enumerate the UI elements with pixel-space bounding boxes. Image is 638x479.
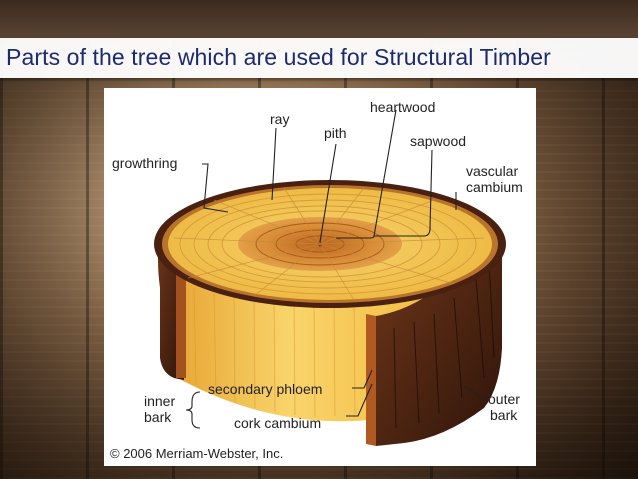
title-bar: Parts of the tree which are used for Str… — [0, 38, 638, 78]
rays — [173, 187, 485, 301]
label-sapwood: sapwood — [410, 133, 466, 149]
inner-bark-strip-left — [176, 273, 186, 378]
leader-lines — [185, 109, 487, 429]
ray-leader — [271, 127, 277, 201]
secondary-phloem-leader — [352, 369, 373, 389]
cork-cambium-leader — [346, 383, 373, 417]
inner-bark-brace — [185, 391, 201, 429]
heartwood-rings — [255, 222, 385, 266]
label-cork-cambium: cork cambium — [234, 415, 321, 431]
tree-cross-section-figure: ray pith heartwood sapwood vascular camb… — [104, 88, 536, 466]
growth-ring-leader — [202, 163, 229, 213]
label-secondary-phloem: secondary phloem — [208, 381, 322, 397]
tree-cross-section-diagram: ray pith heartwood sapwood vascular camb… — [110, 99, 523, 461]
label-ray: ray — [270, 111, 289, 127]
top-wood-strip — [0, 0, 638, 38]
label-outer-bark: bark — [490, 407, 518, 423]
label-outer: outer — [488, 391, 520, 407]
inner-bark-right — [366, 314, 376, 446]
label-inner: inner — [144, 393, 175, 409]
pith-leader — [319, 143, 337, 243]
bark-right — [376, 244, 502, 446]
copyright-credit: © 2006 Merriam-Webster, Inc. — [110, 446, 283, 461]
label-growth-ring: growthring — [112, 155, 177, 171]
label-vascular: vascular — [466, 163, 518, 179]
label-pith: pith — [324, 125, 347, 141]
label-inner-bark: bark — [144, 409, 172, 425]
label-cambium: cambium — [466, 179, 523, 195]
label-heartwood: heartwood — [370, 99, 435, 115]
slide-title: Parts of the tree which are used for Str… — [6, 44, 551, 70]
outer-bark-leader — [463, 385, 487, 401]
sapwood-leader — [374, 149, 433, 237]
side-wood-grain — [193, 287, 356, 418]
